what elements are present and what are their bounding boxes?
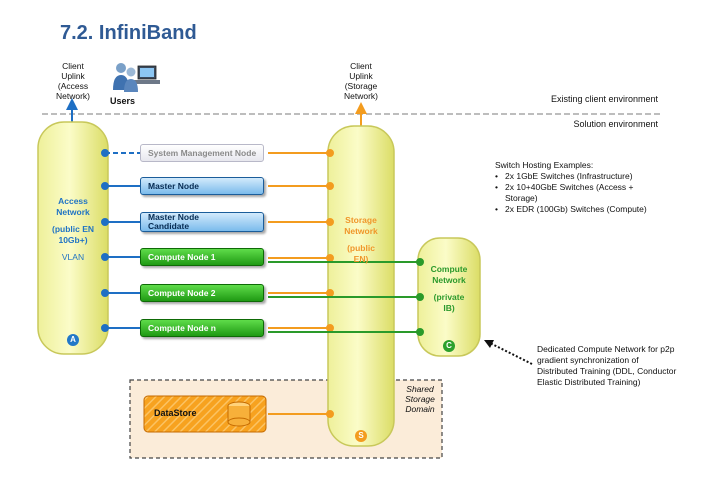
compute-node-1[interactable]: Compute Node 1: [140, 248, 264, 266]
datastore-label[interactable]: DataStore: [154, 408, 197, 418]
compute-note-pointer: [489, 342, 533, 365]
storage-connections: [268, 149, 334, 418]
access-network-line: (public EN: [51, 224, 95, 234]
access-network-line: Network: [56, 207, 90, 217]
switch-hosting-item: 2x 1GbE Switches (Infrastructure): [495, 171, 665, 182]
access-network-badge: A: [67, 334, 79, 346]
storage-network-line: Network: [344, 226, 378, 236]
storage-network-line: (public: [347, 243, 375, 253]
solution-environment-label: Solution environment: [573, 119, 658, 129]
database-icon: [227, 401, 251, 427]
access-connections: [101, 149, 140, 332]
uplink-storage-line: Client: [350, 61, 372, 71]
compute-network-line: (private: [433, 292, 465, 302]
switch-hosting-list: 2x 1GbE Switches (Infrastructure) 2x 10+…: [495, 171, 665, 215]
access-network-line: Access: [58, 196, 88, 206]
access-network-line: 10Gb+): [58, 235, 88, 245]
storage-network-pill: [327, 125, 395, 447]
existing-environment-label: Existing client environment: [550, 94, 658, 104]
uplink-storage-line: (Storage: [344, 81, 378, 91]
storage-network-line: EN): [353, 254, 369, 264]
uplink-access-line: (Access: [57, 81, 89, 91]
compute-connections: [268, 258, 424, 336]
switch-hosting-item: 2x EDR (100Gb) Switches (Compute): [495, 204, 665, 215]
compute-network-text: Compute Network (private IB): [418, 264, 480, 314]
access-network-text: Access Network (public EN 10Gb+) VLAN: [38, 196, 108, 263]
uplink-storage-line: Network): [343, 91, 378, 101]
storage-network-line: Storage: [345, 215, 377, 225]
node-label: Master Node: [148, 180, 200, 191]
node-label: Compute Node n: [148, 322, 216, 333]
shared-storage-domain-label: Shared Storage Domain: [400, 384, 440, 414]
node-label: Master Node Candidate: [148, 212, 200, 231]
switch-hosting-heading: Switch Hosting Examples:: [495, 160, 594, 170]
uplink-access-line: Network): [55, 91, 90, 101]
shared-storage-line: Domain: [405, 404, 435, 414]
storage-network-badge: S: [355, 430, 367, 442]
compute-node-2[interactable]: Compute Node 2: [140, 284, 264, 302]
client-uplink-storage-label: Client Uplink (Storage Network): [336, 61, 386, 101]
shared-storage-line: Storage: [405, 394, 435, 404]
switch-hosting-item: 2x 10+40GbE Switches (Access + Storage): [495, 182, 665, 204]
shared-storage-line: Shared: [406, 384, 434, 394]
node-label: System Management Node: [148, 147, 257, 158]
uplink-access-line: Uplink: [61, 71, 85, 81]
master-node-candidate[interactable]: Master Node Candidate: [140, 212, 264, 232]
compute-network-badge: C: [443, 340, 455, 352]
compute-network-line: IB): [443, 303, 455, 313]
client-uplink-access-label: Client Uplink (Access Network): [48, 61, 98, 101]
access-network-line: VLAN: [61, 252, 85, 262]
compute-network-line: Compute: [430, 264, 468, 274]
uplink-access-line: Client: [62, 61, 84, 71]
system-management-node[interactable]: System Management Node: [140, 144, 264, 162]
compute-network-line: Network: [432, 275, 466, 285]
dedicated-compute-note: Dedicated Compute Network for p2p gradie…: [537, 344, 677, 387]
access-network-pill: [37, 121, 109, 355]
master-node[interactable]: Master Node: [140, 177, 264, 195]
page-title: 7.2. InfiniBand: [60, 22, 197, 44]
node-label: Compute Node 2: [148, 287, 216, 298]
storage-network-text: Storage Network (public EN): [328, 215, 394, 265]
users-label: Users: [110, 96, 136, 106]
users-icon: [113, 63, 160, 92]
compute-node-n[interactable]: Compute Node n: [140, 319, 264, 337]
compute-note-pointer-head: [484, 340, 494, 348]
switch-hosting-info: Switch Hosting Examples: 2x 1GbE Switche…: [495, 160, 665, 215]
node-label: Compute Node 1: [148, 251, 216, 262]
uplink-storage-line: Uplink: [349, 71, 373, 81]
